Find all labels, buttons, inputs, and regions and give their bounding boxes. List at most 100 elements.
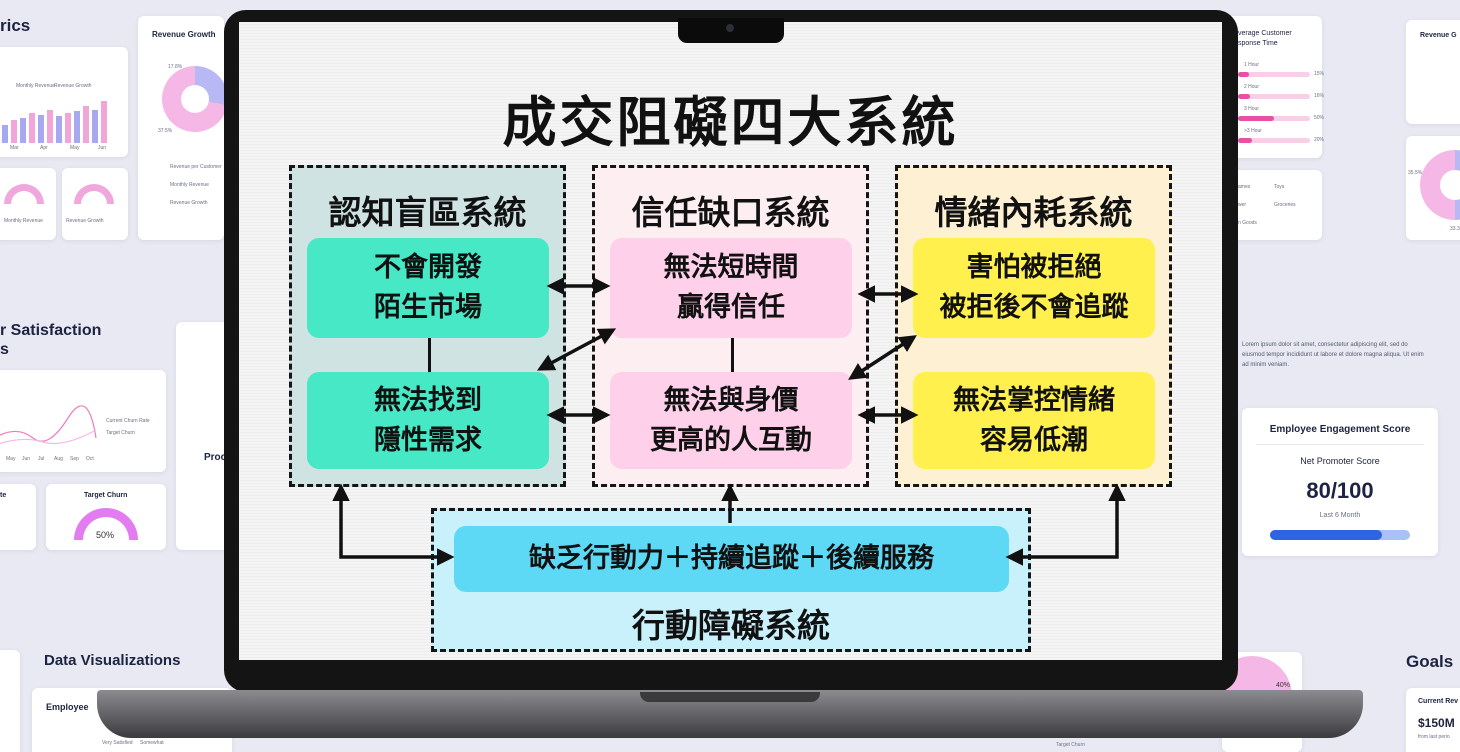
response-title-1: verage Customer	[1238, 30, 1292, 37]
group-trust: 信任缺口系統 無法短時間 贏得信任 無法與身價 更高的人互動	[592, 165, 869, 487]
node-trust-2-line-2: 更高的人互動	[650, 424, 812, 456]
churn-legend-1: Current Churn Rate	[106, 418, 150, 424]
response-row-3-label: 3 Hour	[1244, 106, 1260, 112]
laptop-base-groove	[640, 692, 820, 702]
node-trust-1: 無法短時間 贏得信任	[610, 238, 852, 338]
arrow-trust2-emotion1	[848, 335, 917, 380]
bar-axis-3: May	[70, 145, 80, 151]
response-row-4-pct: 20%	[1314, 137, 1325, 143]
donut-pct-top: 17.8%	[168, 64, 183, 70]
response-row-1-bar	[1238, 72, 1310, 77]
right-donut-card: 35.5% 33.3	[1406, 136, 1460, 240]
node-emotion-2: 無法掌控情緒 容易低潮	[913, 372, 1155, 469]
node-emotion-2-line-1: 無法掌控情緒	[953, 384, 1115, 416]
gauge-card-1: Monthly Revenue	[0, 168, 56, 240]
current-rev-value: $150M	[1418, 716, 1455, 730]
gauge-card-2: Revenue Growth	[62, 168, 128, 240]
node-trust-2-line-1: 無法與身價	[663, 384, 799, 416]
category-legend-2: Toys	[1274, 184, 1285, 190]
group-action: 缺乏行動力＋持續追蹤＋後續服務 行動障礙系統	[431, 508, 1031, 652]
link-cognitive-vertical	[428, 338, 431, 372]
diagram-title: 成交阻礙四大系統	[502, 91, 959, 154]
satisfaction-title: r Satisfaction	[0, 322, 102, 339]
product-label: Proc	[204, 452, 227, 463]
category-legend-3: wer	[1238, 202, 1247, 208]
donut-legend-3: Revenue Growth	[170, 200, 208, 206]
node-emotion-1-line-2: 被拒後不會追蹤	[939, 292, 1129, 323]
churn-axis-3: Jul	[38, 456, 45, 462]
category-legend-card: ames Toys wer Groceries n Goods	[1222, 170, 1322, 240]
goals-title: Goals	[1406, 652, 1454, 671]
node-cognitive-1: 不會開發 陌生市場	[307, 238, 549, 338]
target-churn-value: 50%	[96, 530, 115, 540]
link-trust-vertical	[731, 338, 734, 372]
camera-icon	[726, 24, 734, 32]
revenue-donut	[162, 66, 228, 132]
satisfaction-title-2: s	[0, 341, 9, 358]
employee-legend-2: Somewhat	[140, 740, 164, 746]
left-edge-card	[0, 650, 20, 752]
churn-chart-card: Current Churn Rate Target Churn May Jun …	[0, 370, 166, 472]
churn-line-chart	[0, 405, 97, 445]
group-cognitive-title: 認知盲區系統	[328, 193, 527, 232]
current-rev-card: Current Rev $150M from last perio	[1406, 688, 1460, 752]
target-churn-small: Target Churn	[1056, 742, 1085, 748]
right-donut-pct-2: 33.3	[1450, 226, 1460, 232]
gauge1-label: Monthly Revenue	[4, 218, 43, 224]
donut-legend-1: Revenue per Customer	[170, 164, 222, 170]
response-row-2-label: 2 Hour	[1244, 84, 1260, 90]
metrics-title: rics	[0, 16, 31, 35]
response-time-card: verage Customer sponse Time 1 Hour 15% 2…	[1222, 16, 1325, 158]
engagement-card: Employee Engagement Score Net Promoter S…	[1242, 408, 1438, 556]
node-emotion-1-line-1: 害怕被拒絕	[966, 252, 1102, 283]
rate-card: te	[0, 484, 36, 550]
revenue-g-title: Revenue G	[1420, 32, 1457, 39]
churn-axis-4: Aug	[54, 456, 63, 462]
churn-axis-1: May	[6, 456, 16, 462]
node-cognitive-2-line-2: 隱性需求	[374, 424, 482, 456]
gauge2-label: Revenue Growth	[66, 218, 104, 224]
node-cognitive-1-line-1: 不會開發	[374, 252, 482, 283]
node-emotion-2-line-2: 容易低潮	[980, 424, 1088, 456]
response-row-4-label: >3 Hour	[1244, 128, 1262, 134]
category-legend-5: n Goods	[1238, 220, 1257, 226]
current-rev-sub: from last perio	[1418, 734, 1450, 740]
response-row-3-pct: 50%	[1314, 115, 1325, 121]
response-row-2-pct: 16%	[1314, 93, 1325, 99]
group-action-title: 行動障礙系統	[632, 606, 830, 645]
arrow-cognitive-action	[332, 483, 455, 566]
node-cognitive-1-line-2: 陌生市場	[374, 292, 482, 323]
rate-label: te	[0, 492, 7, 499]
churn-axis-2: Jun	[22, 456, 31, 462]
node-action: 缺乏行動力＋持續追蹤＋後續服務	[454, 526, 1009, 592]
bar-chart-card: Monthly Revenue Revenue Growth Mar Apr M…	[0, 47, 128, 157]
group-trust-title: 信任缺口系統	[631, 193, 830, 232]
engagement-bar	[1270, 530, 1410, 540]
bar-axis-2: Apr	[40, 145, 48, 151]
category-legend-4: Groceries	[1274, 202, 1296, 208]
response-row-1-pct: 15%	[1314, 71, 1325, 77]
current-rev-label: Current Rev	[1418, 698, 1459, 705]
employee-legend-1: Very Satisfied	[102, 740, 133, 746]
donut-pct-left: 37.5%	[158, 128, 173, 134]
revenue-donut-card: Revenue Growth 17.8% 37.5% Revenue per C…	[138, 16, 228, 240]
response-row-2-bar	[1238, 94, 1310, 99]
bar-axis-1: Mar	[10, 145, 19, 151]
bottom-pct: 40%	[1276, 682, 1291, 689]
bar-legend-2: Revenue Growth	[54, 83, 92, 89]
lorem-text: Lorem ipsum dolor sit amet, consectetur …	[1242, 342, 1424, 368]
group-emotion-title: 情緒內耗系統	[934, 193, 1133, 232]
engagement-period: Last 6 Month	[1319, 512, 1361, 519]
node-trust-1-line-2: 贏得信任	[677, 292, 785, 323]
employee-card-title: Employee	[46, 702, 89, 712]
engagement-value: 80/100	[1306, 478, 1374, 503]
response-row-1-label: 1 Hour	[1244, 62, 1260, 68]
node-cognitive-2: 無法找到 隱性需求	[307, 372, 549, 469]
laptop-screen: 成交阻礙四大系統 認知盲區系統 不會開發 陌生市場 無法找到 隱性需求 信任缺口…	[239, 22, 1222, 660]
node-trust-1-line-1: 無法短時間	[663, 252, 799, 283]
node-emotion-1: 害怕被拒絕 被拒後不會追蹤	[913, 238, 1155, 338]
diagram-arrows	[332, 277, 1126, 566]
data-viz-title: Data Visualizations	[44, 652, 181, 669]
churn-axis-6: Oct	[86, 456, 94, 462]
response-title-2: sponse Time	[1238, 40, 1278, 47]
